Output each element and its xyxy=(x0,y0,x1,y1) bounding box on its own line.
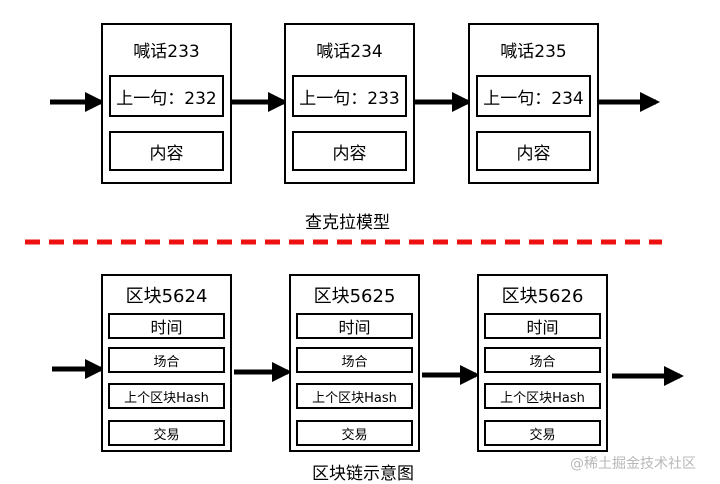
previous-message-cell: 上一句：232 xyxy=(109,75,224,117)
chain-block-5625: 区块5625 时间 场合 上个区块Hash 交易 xyxy=(289,274,420,452)
block-title: 区块5624 xyxy=(125,286,208,307)
content-cell: 内容 xyxy=(476,131,591,171)
previous-message-cell: 上一句：234 xyxy=(476,75,591,117)
top-diagram-caption: 查克拉模型 xyxy=(305,213,390,233)
previous-message-cell: 上一句：233 xyxy=(292,75,407,117)
block-title: 区块5625 xyxy=(313,286,396,307)
watermark-text: @稀土掘金技术社区 xyxy=(570,456,696,472)
previous-hash-cell: 上个区块Hash xyxy=(484,383,601,409)
message-block-234: 喊话234 上一句：233 内容 xyxy=(284,23,415,184)
message-block-235: 喊话235 上一句：234 内容 xyxy=(468,23,599,184)
time-cell: 时间 xyxy=(296,313,413,339)
previous-hash-cell: 上个区块Hash xyxy=(108,383,225,409)
message-block-233: 喊话233 上一句：232 内容 xyxy=(101,23,232,184)
previous-hash-cell: 上个区块Hash xyxy=(296,383,413,409)
chain-block-5626: 区块5626 时间 场合 上个区块Hash 交易 xyxy=(477,274,608,452)
place-cell: 场合 xyxy=(296,347,413,373)
place-cell: 场合 xyxy=(108,347,225,373)
block-title: 喊话234 xyxy=(316,42,383,62)
bottom-diagram-caption: 区块链示意图 xyxy=(312,464,414,484)
transaction-cell: 交易 xyxy=(108,420,225,446)
content-cell: 内容 xyxy=(292,131,407,171)
chain-block-5624: 区块5624 时间 场合 上个区块Hash 交易 xyxy=(101,274,232,452)
content-cell: 内容 xyxy=(109,131,224,171)
place-cell: 场合 xyxy=(484,347,601,373)
transaction-cell: 交易 xyxy=(484,420,601,446)
block-title: 区块5626 xyxy=(501,286,584,307)
block-title: 喊话233 xyxy=(133,42,200,62)
transaction-cell: 交易 xyxy=(296,420,413,446)
block-title: 喊话235 xyxy=(500,42,567,62)
time-cell: 时间 xyxy=(108,313,225,339)
time-cell: 时间 xyxy=(484,313,601,339)
